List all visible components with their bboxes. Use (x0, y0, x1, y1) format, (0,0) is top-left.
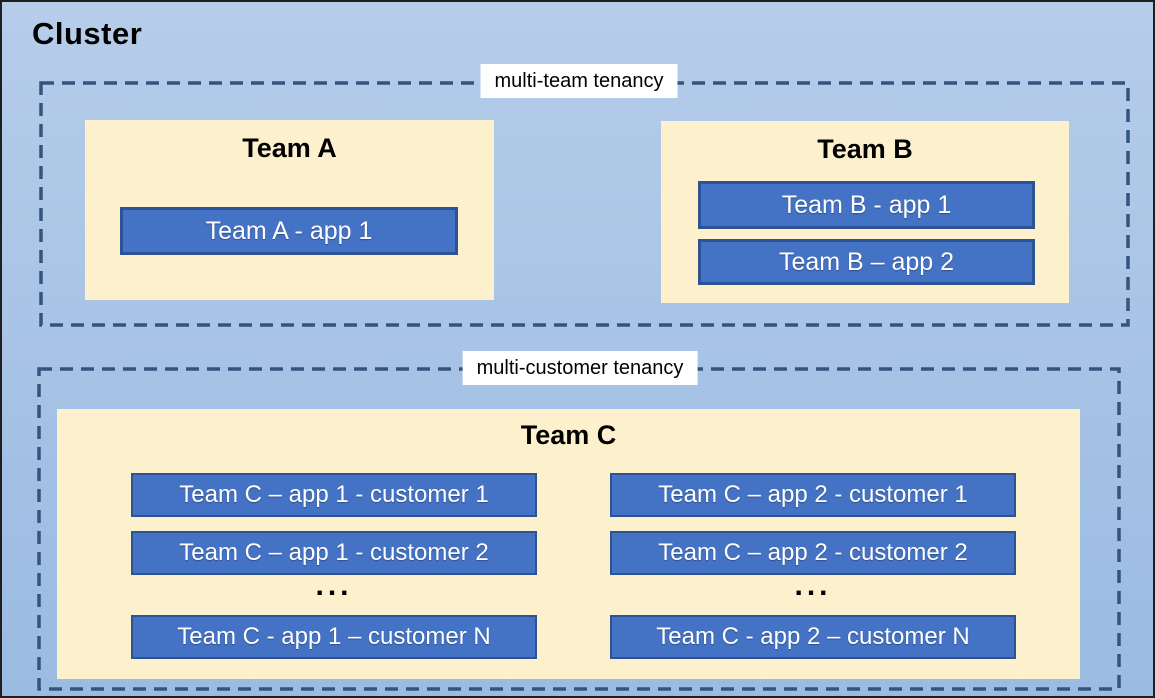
team-c-app-2-customer-1-box: Team C – app 2 - customer 1 (610, 473, 1016, 517)
team-c-app-1-column: Team C – app 1 - customer 1 Team C – app… (131, 473, 537, 659)
multi-team-tenancy-label: multi-team tenancy (480, 64, 678, 98)
team-a-panel: Team A Team A - app 1 (85, 120, 494, 300)
team-c-app-1-customer-1-box: Team C – app 1 - customer 1 (131, 473, 537, 517)
team-c-panel: Team C Team C – app 1 - customer 1 Team … (57, 409, 1080, 679)
team-b-app-2-box: Team B – app 2 (698, 239, 1035, 285)
team-c-app-1-ellipsis: ... (315, 569, 353, 602)
team-c-app-2-column: Team C – app 2 - customer 1 Team C – app… (610, 473, 1016, 659)
team-c-app-2-customer-2-box: Team C – app 2 - customer 2 (610, 531, 1016, 575)
multi-customer-tenancy-label: multi-customer tenancy (462, 351, 698, 385)
team-c-title: Team C (520, 420, 617, 450)
team-c-app-2-ellipsis: ... (794, 569, 832, 602)
team-a-app-1-box: Team A - app 1 (120, 207, 458, 255)
team-c-app-1-customer-2-box: Team C – app 1 - customer 2 (131, 531, 537, 575)
team-c-app-2-customer-n-box: Team C - app 2 – customer N (610, 615, 1016, 659)
team-b-panel: Team B Team B - app 1 Team B – app 2 (661, 121, 1069, 303)
team-c-app-1-customer-n-box: Team C - app 1 – customer N (131, 615, 537, 659)
team-a-title: Team A (242, 133, 337, 163)
team-b-title: Team B (817, 134, 913, 164)
cluster-title: Cluster (32, 16, 143, 51)
team-b-app-1-box: Team B - app 1 (698, 181, 1035, 229)
